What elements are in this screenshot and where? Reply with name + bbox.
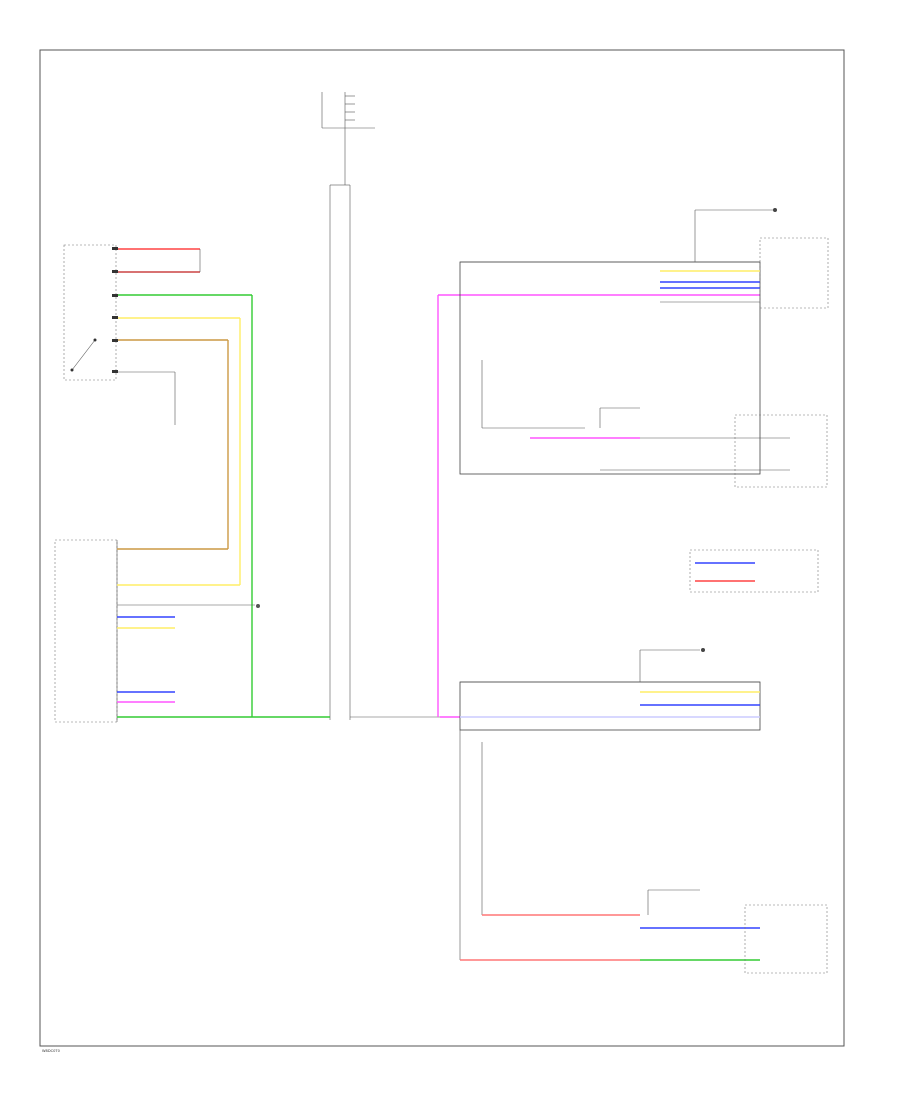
top-fuse-group	[321, 92, 375, 720]
right-sensor-lower	[459, 648, 761, 731]
diagram-id: W8DC0T0	[42, 1049, 61, 1053]
occupant-classification-connector	[689, 549, 819, 593]
seat-switch	[63, 244, 118, 381]
left-sensor-upper	[459, 208, 829, 475]
left-inner-loop	[481, 360, 828, 488]
diagram-frame	[39, 49, 845, 1047]
seat-control-module	[54, 539, 118, 723]
right-lower-loop	[459, 730, 828, 974]
seat-control-module-wires	[117, 548, 330, 718]
center-bus	[350, 294, 760, 718]
seat-switch-wires	[118, 248, 253, 717]
